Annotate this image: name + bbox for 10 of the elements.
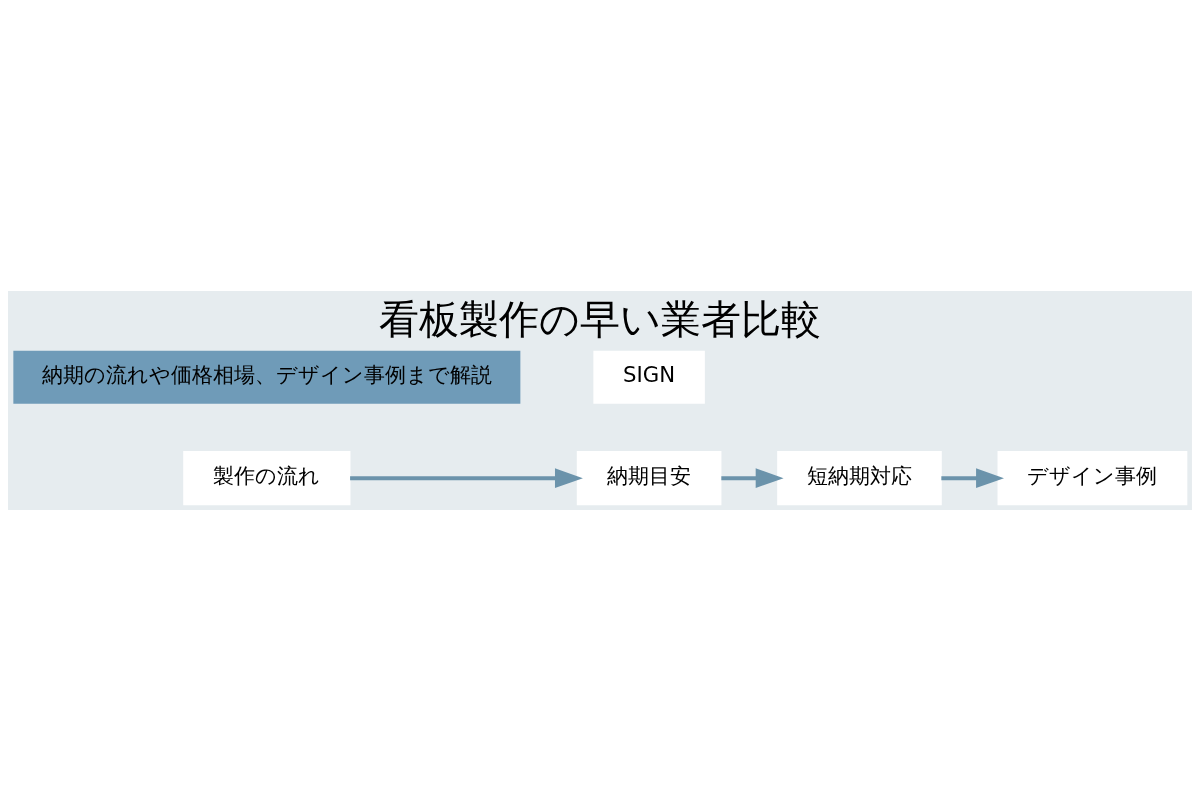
arrow [350,467,583,488]
node-box: 納期目安 [576,450,722,505]
label: SIGN [623,361,676,387]
node-box: 短納期対応 [777,450,942,505]
arrow [941,467,1004,488]
node-box: 製作の流れ [183,450,351,505]
diagram-title: 看板製作の早い業者比較 [379,295,821,342]
label: 納期の流れや価格相場、デザイン事例まで解説 [41,361,492,387]
node-box: デザイン事例 [997,450,1188,505]
arrow [721,467,784,488]
